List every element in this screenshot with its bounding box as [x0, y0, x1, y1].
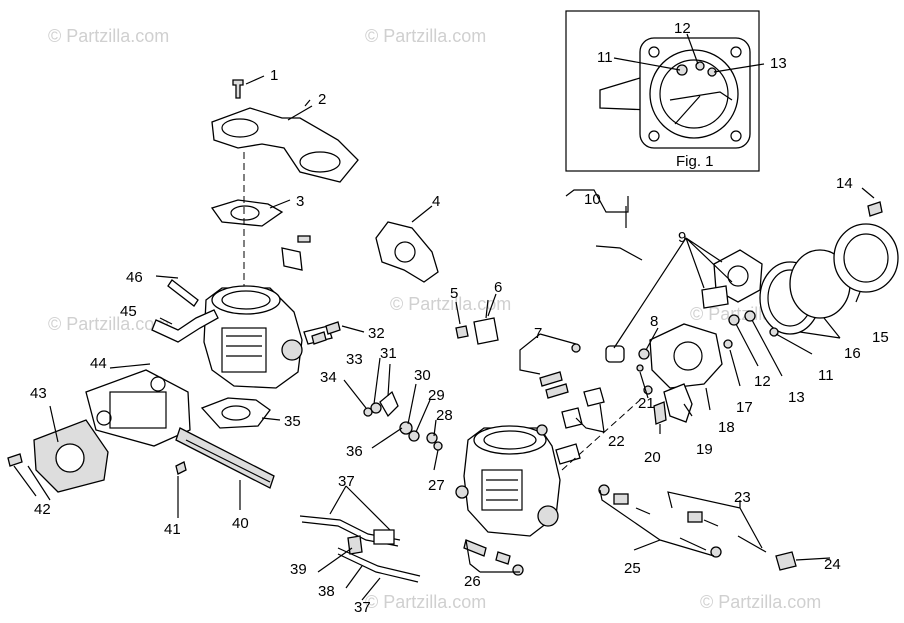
part-6-valve: [473, 317, 499, 345]
callout-14: 14: [836, 175, 853, 192]
callout-42: 42: [34, 501, 51, 518]
callout-37-lower: 37: [354, 599, 371, 616]
callout-19: 19: [696, 441, 713, 458]
callout-18: 18: [718, 419, 735, 436]
callout-38: 38: [318, 583, 335, 600]
left-carburetor-assembly: [7, 75, 443, 497]
figure-1-inset: 11 12 13 Fig. 1: [565, 10, 787, 172]
part-1-screw: [232, 79, 244, 99]
callout-17: 17: [736, 399, 753, 416]
callout-9: 9: [678, 229, 686, 246]
callout-34: 34: [320, 369, 337, 386]
callout-33: 33: [346, 351, 363, 368]
callout-44: 44: [90, 355, 107, 372]
part-40-plate: [175, 427, 275, 489]
part-41-screw: [175, 461, 187, 475]
figure-caption: Fig. 1: [676, 153, 714, 170]
callout-11: 11: [818, 367, 834, 384]
part-plug: [605, 345, 625, 363]
callout-2: 2: [318, 91, 326, 108]
callout-46: 46: [126, 269, 143, 286]
callout-16: 16: [844, 345, 861, 362]
part-20-clip: [653, 401, 667, 425]
part-2-bracket: [211, 107, 359, 183]
callout-4: 4: [432, 193, 440, 210]
part-7-jet: [539, 371, 563, 387]
right-pump-assembly: [595, 187, 899, 571]
watermark: © Partzilla.com: [48, 26, 169, 46]
part-8-screw: [638, 348, 650, 360]
callout-45: 45: [120, 303, 137, 320]
part-3-gasket: [210, 199, 284, 227]
part-33-washer: [370, 402, 382, 414]
part-39-connector: [347, 535, 363, 555]
inset-bore: [649, 49, 739, 139]
part-4-pump-cover: [375, 221, 439, 283]
watermarks: © Partzilla.com © Partzilla.com © Partzi…: [48, 26, 821, 612]
callout-23: 23: [734, 489, 751, 506]
part-5-screw: [455, 325, 469, 339]
callout-28: 28: [436, 407, 453, 424]
callout-39: 39: [290, 561, 307, 578]
part-44-diaphragm: [85, 369, 191, 447]
part-26-screw: [463, 539, 487, 557]
callout-30: 30: [414, 367, 431, 384]
part-18-pump-body: [649, 323, 723, 389]
callout-15: 15: [872, 329, 889, 346]
callout-3: 3: [296, 193, 304, 210]
callout-20: 20: [644, 449, 661, 466]
callout-27: 27: [428, 477, 445, 494]
part-45-hose: [151, 309, 219, 343]
callout-32: 32: [368, 325, 385, 342]
callout-21: 21: [638, 395, 655, 412]
callout-31: 31: [380, 345, 397, 362]
part-46-clip: [167, 279, 199, 307]
callout-10: 10: [584, 191, 601, 208]
callout-labels: 1 2 3 4 5 6 7 8 9 10 11 12 13 14 15 16 1…: [30, 67, 889, 616]
callout-36: 36: [346, 443, 363, 460]
callout-35: 35: [284, 413, 301, 430]
callout-41: 41: [164, 521, 181, 538]
part-19-lever: [663, 383, 693, 423]
callout-40: 40: [232, 515, 249, 532]
callout-7: 7: [534, 325, 542, 342]
callout-5: 5: [450, 285, 458, 302]
watermark: © Partzilla.com: [48, 314, 169, 334]
callout-37-upper: 37: [338, 473, 355, 490]
watermark: © Partzilla.com: [365, 592, 486, 612]
part-10-needle: [595, 245, 643, 261]
callout-12: 12: [754, 373, 771, 390]
part-34-nut: [363, 407, 373, 417]
center-carburetor-assembly: [455, 299, 641, 576]
callout-43: 43: [30, 385, 47, 402]
callout-11-inset: 11: [597, 49, 613, 66]
callout-22: 22: [608, 433, 625, 450]
callout-13-inset: 13: [770, 55, 787, 72]
callout-25: 25: [624, 560, 641, 577]
callout-26: 26: [464, 573, 481, 590]
callout-8: 8: [650, 313, 658, 330]
part-14-screw: [867, 201, 883, 217]
callout-13: 13: [788, 389, 805, 406]
leader-lines: [27, 99, 861, 601]
callout-24: 24: [824, 556, 841, 573]
callout-1: 1: [270, 67, 278, 84]
fuel-line-assembly: [299, 515, 421, 583]
part-24-cap: [775, 551, 797, 571]
watermark: © Partzilla.com: [700, 592, 821, 612]
callout-6: 6: [494, 279, 502, 296]
watermark: © Partzilla.com: [365, 26, 486, 46]
part-31-lever: [379, 390, 399, 418]
callout-29: 29: [428, 387, 445, 404]
inset-frame: [565, 10, 760, 172]
part-35-gasket: [200, 397, 271, 429]
watermark: © Partzilla.com: [390, 294, 511, 314]
part-32-fitting: [311, 331, 327, 345]
part-42-screw: [7, 453, 23, 467]
part-22-bracket: [583, 387, 605, 407]
callout-12-inset: 12: [674, 20, 691, 37]
inset-linkage: [669, 91, 733, 125]
